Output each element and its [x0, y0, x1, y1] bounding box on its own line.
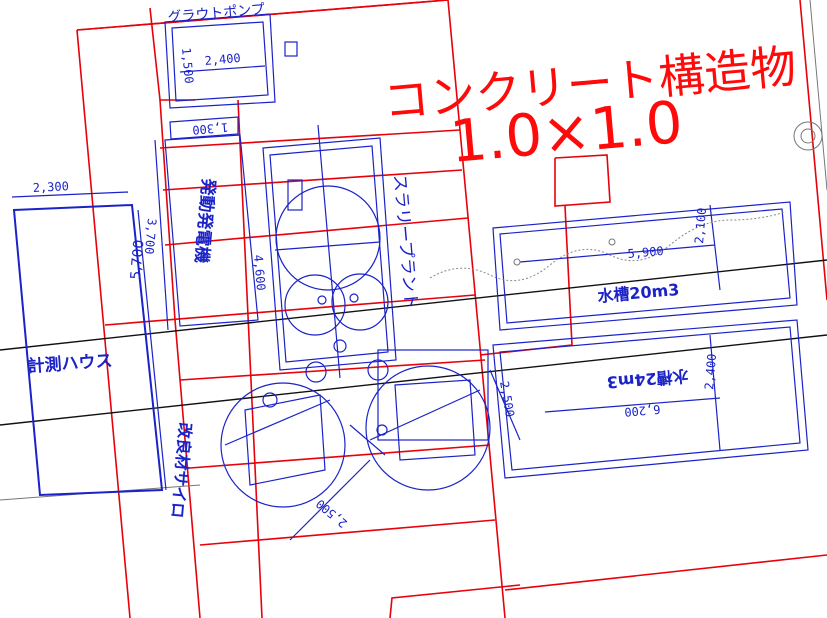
red-row-2: [162, 169, 463, 191]
tank20-dim-line: [519, 244, 716, 263]
red-row-3: [164, 217, 469, 246]
slurry-outlet: [333, 339, 347, 353]
tank20-node-1: [513, 258, 521, 266]
silo-right-aux: [367, 359, 389, 381]
slurry-valve-right: [349, 293, 359, 303]
silo-right: [365, 365, 491, 491]
slurry-plant-outline: [262, 137, 397, 371]
silo-dim-diag: [289, 459, 371, 541]
slurry-tank-left: [284, 274, 346, 336]
red-bottom-stub: [389, 584, 521, 618]
grout-pump-inner: [171, 21, 269, 102]
slurry-valve-left: [317, 295, 327, 305]
water-tank-20: [429, 201, 798, 331]
tank20-width-dim: 5,900: [627, 244, 664, 261]
silo-left-frame: [244, 394, 326, 486]
grout-pump-outline: [164, 13, 276, 109]
tank24-dim-v: [709, 334, 721, 451]
red-left-line: [76, 29, 131, 618]
house-width-dim: 2,300: [32, 179, 69, 195]
house-dim-line: [11, 191, 129, 198]
slurry-plant-label: スラリープラント: [389, 174, 421, 310]
measurement-house: [11, 191, 167, 497]
tank20-inner: [499, 208, 791, 324]
survey-point-inner: [800, 128, 816, 144]
silo-right-dim: 2,500: [497, 380, 517, 418]
generator: [154, 116, 259, 331]
grout-dim-line: [179, 65, 266, 73]
silo-right-valve: [376, 424, 388, 436]
tank24-outline: [492, 319, 809, 479]
silo-connector: [349, 424, 386, 456]
grout-pump: [164, 13, 298, 109]
red-row-7: [199, 519, 496, 546]
red-bottom-right: [504, 554, 827, 591]
slurry-axis: [317, 124, 341, 379]
water-tank-24: [492, 319, 809, 479]
tank20-outline: [492, 201, 798, 331]
red-right-edge: [799, 0, 827, 301]
house-dim-v: [137, 209, 167, 491]
slurry-tank-main: [275, 185, 381, 291]
silo-right-diag: [369, 389, 481, 441]
silo-left: [220, 382, 346, 508]
red-square-block: [554, 154, 611, 207]
house-outline: [12, 203, 164, 497]
red-row-1: [159, 129, 461, 149]
grout-height-dim: 1,500: [179, 47, 196, 84]
generator-dim-box: [169, 116, 239, 140]
tank24-width-dim: 6,200: [624, 402, 661, 419]
slurry-plant: [262, 124, 397, 379]
house-label: 計測ハウス: [27, 350, 113, 377]
slurry-hopper: [287, 179, 303, 211]
silo-left-top: [262, 392, 278, 408]
red-row-4: [104, 294, 476, 326]
silo-platform: [377, 349, 489, 441]
red-center-line: [447, 0, 506, 618]
grout-width-dim: 2,400: [204, 51, 241, 68]
silo-left-diag: [224, 399, 331, 446]
red-column-line: [237, 99, 263, 618]
tank24-label: 水槽24m3: [606, 366, 689, 392]
grey-right-edge: [809, 0, 827, 191]
tank20-height-dim: 2,100: [692, 207, 709, 244]
generator-outline: [164, 134, 259, 327]
slurry-plant-inner: [269, 145, 389, 363]
tank24-inner: [499, 326, 801, 471]
silo-left-aux: [305, 361, 327, 383]
silo-left-dim: 2,500: [313, 496, 350, 530]
slurry-tank-right: [331, 273, 389, 331]
generator-height-dim: 3,700: [142, 218, 159, 255]
tank20-pipe: [429, 211, 786, 282]
silos: [220, 349, 521, 541]
tank20-dim-v: [709, 204, 721, 291]
red-inner-left: [159, 99, 201, 618]
generator-width-dim: 1,300: [192, 120, 229, 137]
red-row-5: [179, 359, 486, 381]
silo-right-frame: [394, 379, 476, 461]
silo-dim-right: [489, 369, 521, 441]
slurry-cross: [274, 241, 381, 251]
baseline-upper: [0, 259, 827, 351]
generator-label: 発動発電機: [191, 177, 219, 265]
red-construction-lines: [76, 0, 827, 618]
tank24-height-dim: 2,400: [702, 353, 719, 390]
survey-point-outer: [793, 121, 823, 151]
plant-height-dim: 4,600: [251, 254, 268, 291]
tank24-dim-line: [544, 397, 721, 413]
generator-dim-line: [154, 139, 169, 331]
red-row-6: [189, 444, 491, 469]
house-height-dim: 5,700: [128, 239, 147, 280]
grout-pump-motor: [284, 41, 298, 57]
baseline-lower: [0, 334, 827, 426]
tank20-node-2: [608, 238, 616, 246]
